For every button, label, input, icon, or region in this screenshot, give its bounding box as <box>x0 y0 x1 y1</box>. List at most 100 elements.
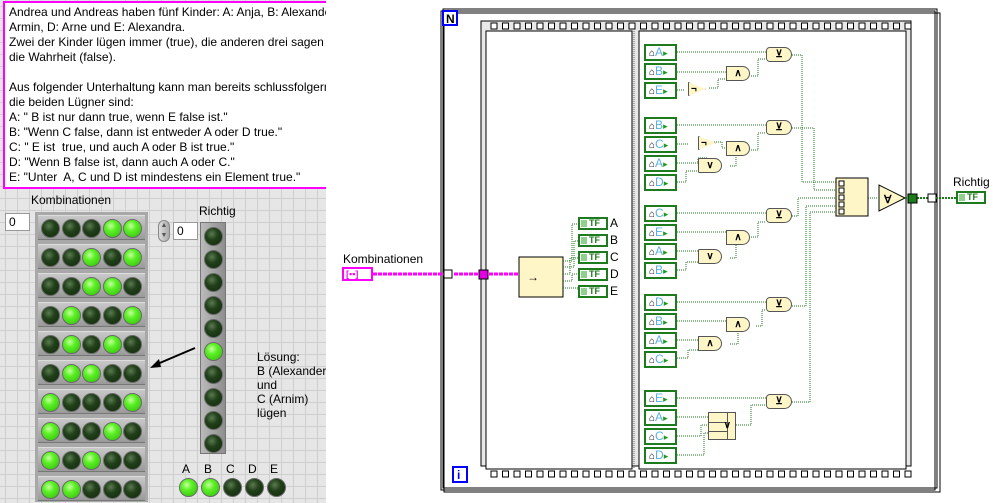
xor-gate[interactable]: ⊻ <box>766 120 792 135</box>
local-variable-e[interactable]: ⌂E▸ <box>644 224 677 241</box>
led-b[interactable] <box>61 422 81 441</box>
led-d[interactable] <box>102 480 122 499</box>
led-e[interactable] <box>123 335 142 354</box>
led-a[interactable] <box>41 277 60 296</box>
led-d[interactable] <box>102 219 122 238</box>
led-e[interactable] <box>123 219 142 238</box>
local-variable-a[interactable]: ⌂A▸ <box>644 409 677 426</box>
and-gate[interactable]: ∧ <box>726 66 750 81</box>
led-c[interactable] <box>82 306 101 325</box>
led-b[interactable] <box>61 393 81 412</box>
and-gate[interactable]: ∧ <box>698 336 722 351</box>
richtig-index[interactable]: 0 <box>173 222 198 240</box>
richtig-led[interactable] <box>204 365 223 384</box>
led-b[interactable] <box>61 480 81 499</box>
led-e[interactable] <box>123 422 142 441</box>
richtig-terminal[interactable]: TF <box>956 191 986 204</box>
led-c[interactable] <box>82 393 101 412</box>
led-a[interactable] <box>41 422 60 441</box>
local-variable-b[interactable]: ⌂B▸ <box>644 313 677 330</box>
led-e[interactable] <box>123 248 142 267</box>
richtig-led[interactable] <box>204 227 223 246</box>
nand-gate[interactable]: ∧ <box>726 317 750 332</box>
and-gate[interactable]: ∧ <box>726 230 750 245</box>
richtig-index-spinner[interactable]: ▲▼ <box>158 220 170 242</box>
led-d[interactable] <box>102 306 122 325</box>
richtig-led[interactable] <box>204 388 223 407</box>
led-a[interactable] <box>41 393 60 412</box>
result-led-b[interactable] <box>201 478 220 497</box>
local-variable-a[interactable]: ⌂A▸ <box>644 44 677 61</box>
indicator-a[interactable]: TF <box>578 217 608 230</box>
xor-gate[interactable]: ⊻ <box>766 208 792 223</box>
richtig-led[interactable] <box>204 273 223 292</box>
richtig-led[interactable] <box>204 434 223 453</box>
xor-gate[interactable]: ⊻ <box>766 394 792 409</box>
richtig-led[interactable] <box>204 250 223 269</box>
local-variable-c[interactable]: ⌂C▸ <box>644 205 677 222</box>
led-c[interactable] <box>82 364 101 383</box>
result-led-e[interactable] <box>267 478 286 497</box>
led-d[interactable] <box>102 393 122 412</box>
indicator-e[interactable]: TF <box>578 285 608 298</box>
indicator-d[interactable]: TF <box>578 268 608 281</box>
led-e[interactable] <box>123 480 142 499</box>
led-c[interactable] <box>82 480 101 499</box>
led-b[interactable] <box>61 219 81 238</box>
richtig-led[interactable] <box>204 319 223 338</box>
led-c[interactable] <box>82 335 101 354</box>
local-variable-e[interactable]: ⌂E▸ <box>644 390 677 407</box>
led-b[interactable] <box>61 335 81 354</box>
kombinationen-index[interactable]: 0 <box>5 213 30 231</box>
local-variable-b[interactable]: ⌂B▸ <box>644 262 677 279</box>
led-d[interactable] <box>102 364 122 383</box>
xor-gate[interactable]: ⊻ <box>766 297 792 312</box>
led-c[interactable] <box>82 248 101 267</box>
led-d[interactable] <box>102 335 122 354</box>
xor-gate[interactable]: ⊻ <box>766 47 792 62</box>
result-led-c[interactable] <box>223 478 242 497</box>
led-b[interactable] <box>61 364 81 383</box>
compound-or-gate[interactable]: ∨ <box>708 412 736 440</box>
or-gate[interactable]: ∨ <box>698 249 722 264</box>
led-e[interactable] <box>123 393 142 412</box>
led-c[interactable] <box>82 422 101 441</box>
led-c[interactable] <box>82 277 101 296</box>
led-e[interactable] <box>123 306 142 325</box>
led-d[interactable] <box>102 451 122 470</box>
led-e[interactable] <box>123 277 142 296</box>
local-variable-c[interactable]: ⌂C▸ <box>644 351 677 368</box>
led-d[interactable] <box>102 277 122 296</box>
richtig-led[interactable] <box>204 342 223 361</box>
led-b[interactable] <box>61 451 81 470</box>
led-a[interactable] <box>41 219 60 238</box>
local-variable-b[interactable]: ⌂B▸ <box>644 117 677 134</box>
local-variable-e[interactable]: ⌂E▸ <box>644 82 677 99</box>
indicator-c[interactable]: TF <box>578 251 608 264</box>
kombinationen-terminal[interactable]: [▪▪] <box>342 267 373 281</box>
led-b[interactable] <box>61 306 81 325</box>
local-variable-c[interactable]: ⌂C▸ <box>644 136 677 153</box>
led-e[interactable] <box>123 451 142 470</box>
led-a[interactable] <box>41 451 60 470</box>
local-variable-b[interactable]: ⌂B▸ <box>644 63 677 80</box>
led-e[interactable] <box>123 364 142 383</box>
led-d[interactable] <box>102 248 122 267</box>
led-b[interactable] <box>61 248 81 267</box>
led-c[interactable] <box>82 219 101 238</box>
local-variable-a[interactable]: ⌂A▸ <box>644 155 677 172</box>
led-c[interactable] <box>82 451 101 470</box>
local-variable-d[interactable]: ⌂D▸ <box>644 294 677 311</box>
led-a[interactable] <box>41 335 60 354</box>
led-a[interactable] <box>41 306 60 325</box>
richtig-led[interactable] <box>204 296 223 315</box>
or-gate[interactable]: ∨ <box>698 158 722 173</box>
local-variable-c[interactable]: ⌂C▸ <box>644 428 677 445</box>
local-variable-a[interactable]: ⌂A▸ <box>644 332 677 349</box>
led-b[interactable] <box>61 277 81 296</box>
led-a[interactable] <box>41 480 60 499</box>
result-led-d[interactable] <box>245 478 264 497</box>
led-a[interactable] <box>41 248 60 267</box>
local-variable-a[interactable]: ⌂A▸ <box>644 243 677 260</box>
local-variable-d[interactable]: ⌂D▸ <box>644 174 677 191</box>
